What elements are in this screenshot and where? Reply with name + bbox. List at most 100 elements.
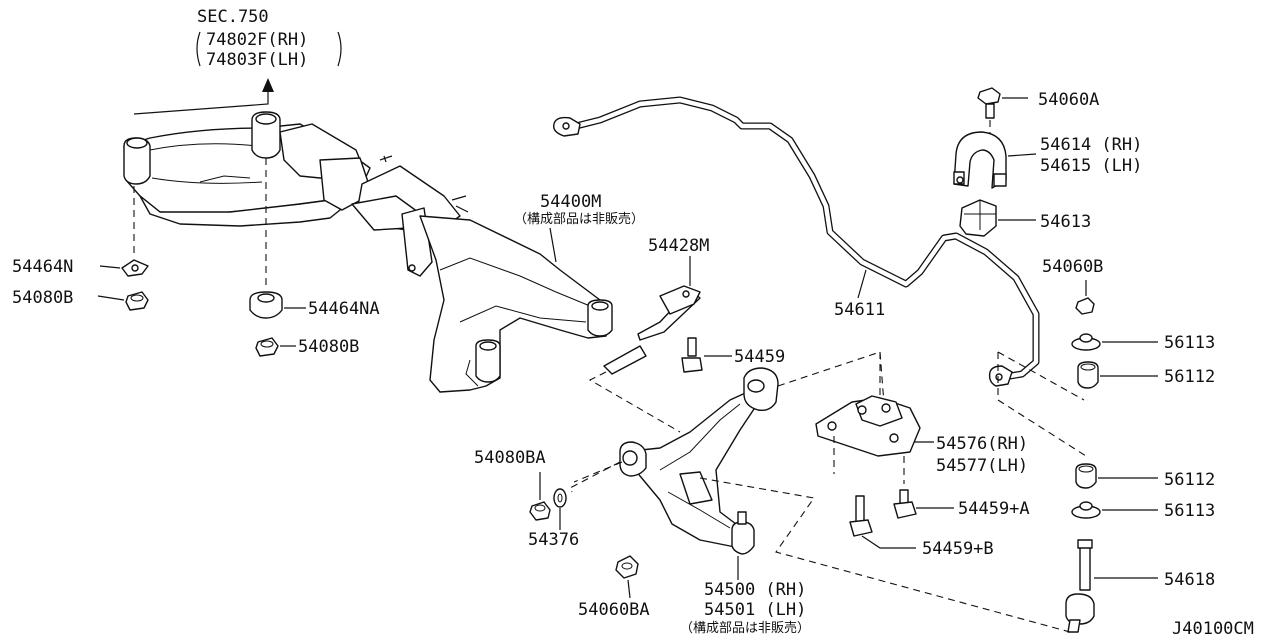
part-56113-a bbox=[1071, 333, 1158, 351]
label-54428M: 54428M bbox=[648, 236, 709, 256]
bushing-56112-a bbox=[1077, 361, 1099, 389]
diagram-code: J40100CM bbox=[1172, 619, 1254, 638]
lower-arm-ball-joint bbox=[731, 521, 755, 555]
bracket-boss bbox=[855, 395, 903, 427]
bolt-head-54459A bbox=[893, 501, 917, 519]
lower-arm-rib bbox=[659, 403, 741, 529]
stabilizer-eye-right-hole bbox=[995, 373, 1003, 381]
member-rear-bushing-right-top bbox=[591, 301, 609, 311]
stabilizer-eye-left-hole bbox=[562, 122, 570, 130]
bracket-hole-d bbox=[881, 403, 891, 413]
washer-54376 bbox=[553, 488, 567, 508]
stabilizer-bar-54611 bbox=[553, 96, 1040, 387]
label-54080BA: 54080BA bbox=[474, 448, 546, 468]
part-56112-a bbox=[1077, 361, 1158, 389]
label-54500: 54500 (RH) bbox=[704, 580, 806, 600]
label-54060BA: 54060BA bbox=[578, 600, 650, 620]
member-rear-lip bbox=[465, 359, 479, 387]
section-paren-left bbox=[196, 31, 201, 67]
lower-arm-ball-stud bbox=[737, 511, 747, 525]
washer-56113-b-boss bbox=[1079, 501, 1093, 511]
section-title: SEC.750 bbox=[197, 7, 269, 27]
washer-54376-hole bbox=[557, 493, 563, 503]
member-front-skirt bbox=[139, 195, 346, 227]
part-54080BA bbox=[529, 472, 551, 521]
label-54464N: 54464N bbox=[12, 257, 73, 277]
nut-54080B-a-top bbox=[130, 294, 144, 302]
section-rh-ref: 74802F(RH) bbox=[206, 30, 308, 50]
nut-54060BA bbox=[615, 555, 639, 579]
label-54613: 54613 bbox=[1040, 212, 1091, 232]
member-stud-a bbox=[379, 155, 393, 163]
label-56112-a: 56112 bbox=[1164, 367, 1215, 387]
dash-bracket bbox=[833, 352, 905, 484]
stabilizer-bar-inner bbox=[565, 97, 1039, 381]
label-54500-note: （構成部品は非販売） bbox=[680, 620, 810, 636]
label-54400M: 54400M bbox=[540, 192, 601, 212]
dash-lower-arm-bolt bbox=[569, 461, 623, 493]
section-reference: SEC.750 74802F(RH) 74803F(LH) bbox=[133, 7, 342, 115]
tension-rod-bracket bbox=[659, 285, 701, 315]
part-54459 bbox=[681, 337, 732, 373]
nut-54060BA-top bbox=[621, 562, 633, 570]
bushing-56112-a-top bbox=[1080, 363, 1096, 371]
clamp-54614 bbox=[953, 131, 1007, 189]
label-54080B-a: 54080B bbox=[12, 288, 73, 308]
member-left-mount-top bbox=[126, 137, 148, 149]
label-56113-b: 56113 bbox=[1164, 501, 1215, 521]
leader-54060BA bbox=[627, 579, 631, 599]
lower-arm-rear-bushing-eye bbox=[747, 379, 765, 393]
part-54080B-b bbox=[255, 337, 296, 357]
dash-lower-arm-rear bbox=[777, 351, 885, 405]
member-center-mount bbox=[251, 111, 281, 159]
bushing-54613 bbox=[959, 199, 997, 237]
bushing-54613-detail bbox=[964, 200, 996, 230]
member-rear-body bbox=[419, 215, 613, 393]
bracket-hole-b bbox=[889, 433, 899, 443]
bracket-hole-c bbox=[857, 405, 867, 415]
nut-54080BA-top bbox=[534, 504, 546, 512]
bolt-shank-54060A bbox=[985, 103, 995, 119]
part-54464NA bbox=[249, 291, 306, 319]
washer-56113-a-boss bbox=[1079, 333, 1093, 343]
part-54614-54615 bbox=[953, 131, 1037, 189]
lower-arm-front-bushing-eye bbox=[622, 450, 638, 466]
label-56112-b: 56112 bbox=[1164, 470, 1215, 490]
tension-rod-shaft bbox=[603, 345, 647, 375]
dash-lower-arm-ball bbox=[699, 477, 1071, 633]
part-54060B bbox=[1075, 280, 1095, 315]
member-rear-detail bbox=[439, 257, 591, 323]
label-54614: 54614 (RH) bbox=[1040, 135, 1142, 155]
link-rod-top bbox=[1077, 539, 1093, 549]
tension-rod-hole bbox=[682, 290, 690, 298]
part-54376 bbox=[553, 488, 567, 530]
leader-54080B-a bbox=[97, 295, 125, 301]
dash-tension-rod bbox=[588, 371, 681, 433]
label-54376: 54376 bbox=[528, 530, 579, 550]
nut-54080B-b-top bbox=[260, 340, 274, 348]
label-54501: 54501 (LH) bbox=[704, 600, 806, 620]
part-56113-b bbox=[1071, 501, 1158, 519]
label-56113-a: 56113 bbox=[1164, 333, 1215, 353]
part-54576-bracket bbox=[815, 395, 934, 457]
clamp-hole-a bbox=[956, 176, 964, 184]
dash-stabilizer-link bbox=[997, 351, 1087, 457]
leader-54611 bbox=[857, 269, 867, 299]
bolt-shank-54459B bbox=[855, 495, 865, 523]
label-54060A: 54060A bbox=[1038, 90, 1099, 110]
part-54613 bbox=[959, 199, 1036, 237]
bolt-head-54459 bbox=[681, 357, 703, 373]
member-rear-bushing-left bbox=[475, 339, 501, 383]
clamp-feet bbox=[953, 171, 1007, 187]
label-54464NA: 54464NA bbox=[308, 299, 380, 319]
link-rod-54618 bbox=[1079, 543, 1091, 591]
member-front-arm-detail bbox=[149, 143, 263, 184]
bolt-shank-54459 bbox=[687, 337, 697, 357]
part-56112-b bbox=[1075, 463, 1158, 489]
part-54618 bbox=[1065, 539, 1158, 633]
part-54459A bbox=[893, 489, 954, 519]
label-54080B-b: 54080B bbox=[298, 337, 359, 357]
section-leader bbox=[133, 100, 269, 115]
suspension-member-54400M bbox=[123, 111, 613, 393]
